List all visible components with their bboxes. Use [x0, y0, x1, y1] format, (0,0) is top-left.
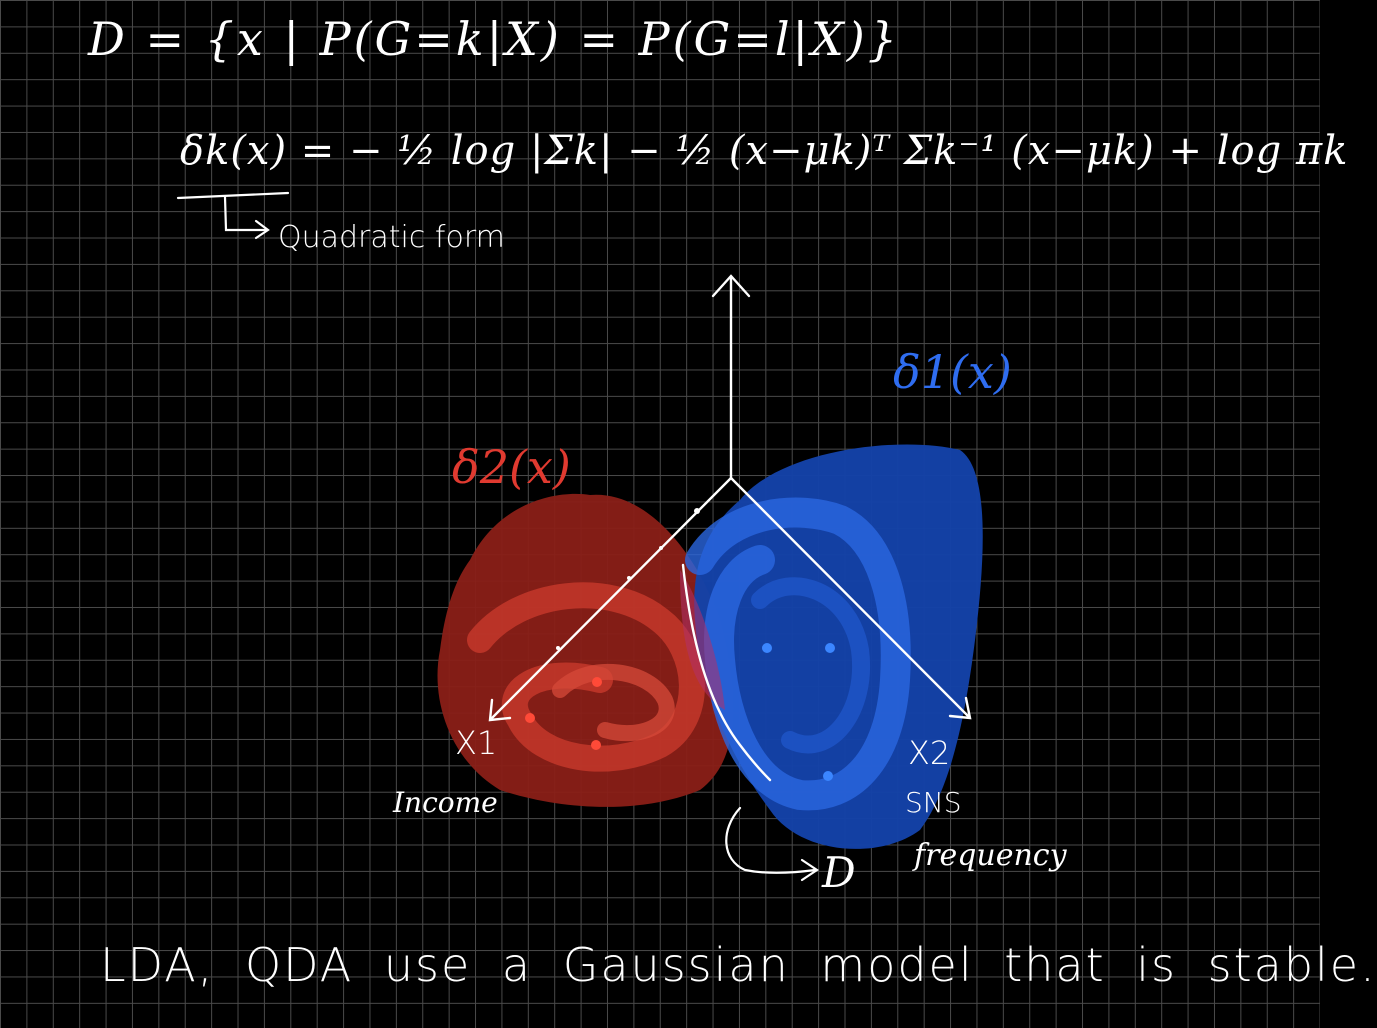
boundary-arrow [725, 806, 819, 882]
x2-description-line2: frequency [914, 838, 1067, 873]
delta2-label: δ2(x) [452, 440, 571, 494]
decision-boundary-equation: D = {x | P(G=k|X) = P(G=l|X)} [88, 12, 901, 66]
class2-region [437, 493, 734, 807]
footer-sentence: LDA, QDA use a Gaussian model that is st… [100, 938, 1377, 992]
class1-region [685, 444, 983, 849]
decision-boundary-curve [681, 563, 772, 782]
coordinate-axes [488, 274, 972, 722]
x1-description: Income [393, 786, 498, 819]
delta1-label: δ1(x) [893, 345, 1012, 399]
boundary-d-label: D [822, 848, 856, 897]
quadratic-arrow [176, 191, 290, 240]
x2-axis-label: X2 [908, 734, 951, 772]
discriminant-equation: δk(x) = − ½ log |Σk| − ½ (x−μk)ᵀ Σk⁻¹ (x… [180, 128, 1349, 174]
overlap-region [680, 570, 725, 710]
x1-axis-label: X1 [455, 724, 498, 762]
diagram-drawing [176, 191, 983, 882]
axis-ticks [556, 508, 700, 650]
x2-description-line1: SNS [905, 786, 962, 819]
quadratic-form-note: Quadratic form [278, 220, 505, 255]
